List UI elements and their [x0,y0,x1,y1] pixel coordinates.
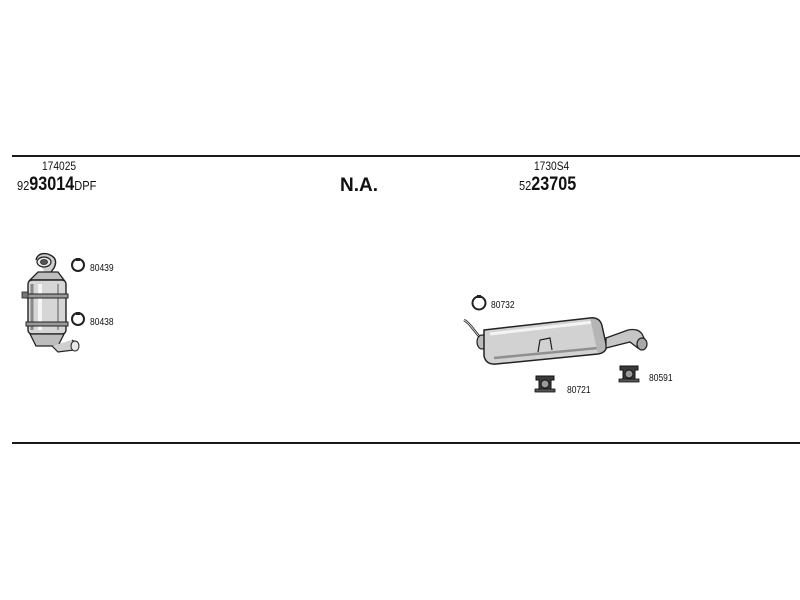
rear-silencer-icon [463,317,648,365]
left-main-core: 93014 [29,174,75,195]
left-main-prefix: 92 [17,178,30,193]
top-divider [12,155,800,157]
right-sub-part-number: 1730S4 [534,159,570,173]
clamp-top-part-number: 80439 [90,263,114,274]
left-main-part-number: 9293014DPF [17,175,96,194]
right-main-part-number: 5223705 [519,175,576,194]
mount-left-part-number: 80721 [567,385,591,396]
bottom-divider [12,442,800,444]
right-main-prefix: 52 [519,178,532,193]
rear-clamp-part-number: 80732 [491,300,515,311]
rubber-mount-icon [618,365,640,383]
left-main-suffix: DPF [74,178,97,193]
clamp-ring-icon [471,295,487,311]
mount-right-part-number: 80591 [649,373,673,384]
left-sub-part-number: 174025 [42,159,77,173]
clamp-ring-icon [71,258,85,272]
right-main-core: 23705 [531,174,577,195]
clamp-bottom-part-number: 80438 [90,317,114,328]
not-available-label: N.A. [340,175,378,196]
rubber-mount-icon [534,375,556,393]
clamp-ring-icon [71,312,85,326]
dpf-filter-icon [21,252,80,353]
